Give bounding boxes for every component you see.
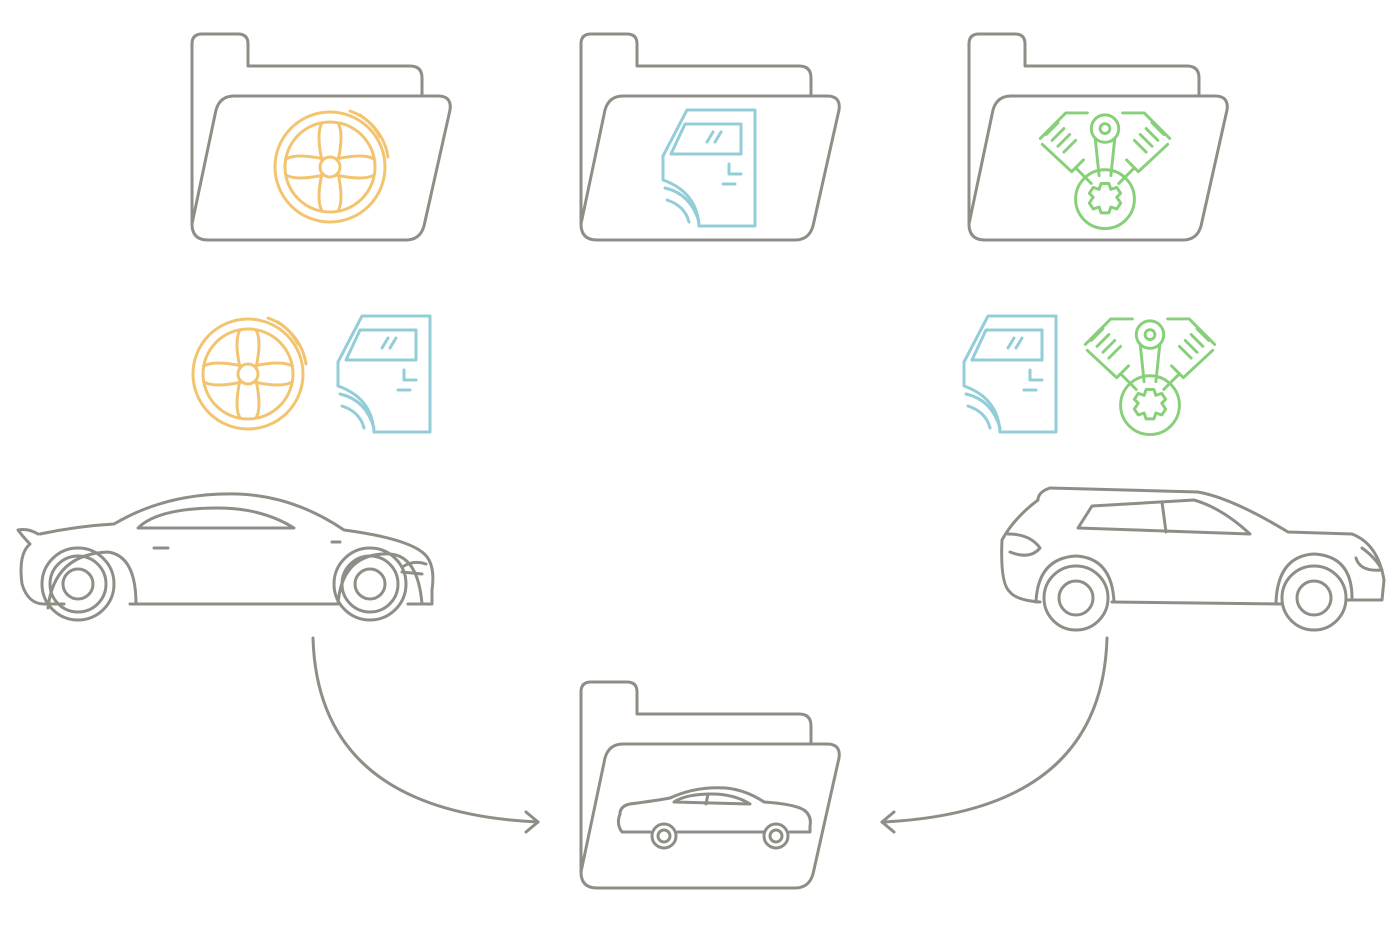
door-icon <box>661 108 757 228</box>
wheel-icon <box>273 109 390 224</box>
right-parts <box>962 314 1217 437</box>
left-parts <box>191 314 432 434</box>
door-icon <box>336 314 432 434</box>
folder-engine <box>967 32 1229 242</box>
sedan-car-icon <box>16 492 435 622</box>
hatchback-car-icon <box>1000 486 1386 632</box>
left-car <box>16 492 435 622</box>
arrowhead-icon <box>880 810 896 834</box>
arrowhead-icon <box>524 810 540 834</box>
edge-left-to-folder <box>311 636 540 834</box>
engine-icon <box>1083 317 1217 437</box>
car-icon <box>616 786 812 850</box>
folder-wheel <box>190 32 452 242</box>
folder-icon <box>967 32 1229 242</box>
folder-door <box>579 32 841 242</box>
folder-car <box>579 680 841 890</box>
folder-icon <box>579 680 841 890</box>
edge-right-to-folder <box>880 636 1109 834</box>
wheel-icon <box>191 316 308 431</box>
engine-icon <box>1038 111 1172 231</box>
right-car <box>1000 486 1386 632</box>
door-icon <box>962 314 1058 434</box>
